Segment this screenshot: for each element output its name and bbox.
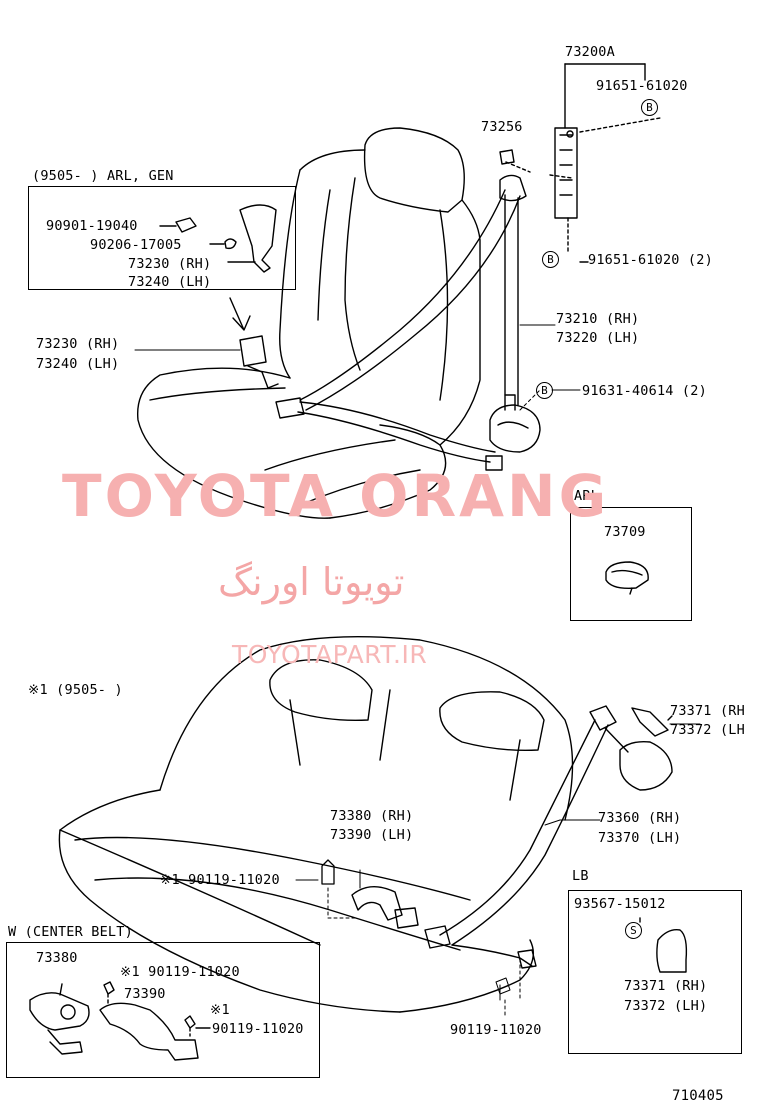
lb-cover-lh[interactable]: 73372 (LH) <box>624 998 708 1014</box>
lb-cover-rh[interactable]: 73371 (RH) <box>624 978 708 994</box>
center-bolt-2[interactable]: 90119-11020 <box>212 1021 304 1037</box>
rear-cover-lh[interactable]: 73372 (LH <box>670 722 745 738</box>
rear-bolt-left[interactable]: ※1 90119-11020 <box>160 872 280 888</box>
callout-part-73240[interactable]: 73240 (LH) <box>128 274 212 290</box>
front-callout-box <box>28 186 296 290</box>
figure-number: 710405 <box>672 1088 724 1104</box>
lb-label: LB <box>572 868 589 884</box>
watermark-brand-fa: تویوتا اورنگ <box>218 560 405 604</box>
front-belt-rh[interactable]: 73210 (RH) <box>556 311 640 327</box>
center-mark-2: ※1 <box>210 1002 230 1018</box>
rear-belt-rh[interactable]: 73360 (RH) <box>598 810 682 826</box>
front-seat-drawing <box>136 127 541 519</box>
center-belt-box <box>6 942 320 1078</box>
callout-part-90901[interactable]: 90901-19040 <box>46 218 138 234</box>
arl-part-73709[interactable]: 73709 <box>604 524 646 540</box>
retractor-bolt-part[interactable]: 91631-40614 (2) <box>582 383 707 399</box>
arl-label: ARL <box>574 488 599 504</box>
arl-box <box>570 507 692 621</box>
rear-buckle-rh[interactable]: 73380 (RH) <box>330 808 414 824</box>
rear-leader-lines <box>295 723 701 1016</box>
center-belt-header: W (CENTER BELT) <box>8 924 133 940</box>
front-belt-lh[interactable]: 73220 (LH) <box>556 330 640 346</box>
rear-belt-lh[interactable]: 73370 (LH) <box>598 830 682 846</box>
center-part-73380[interactable]: 73380 <box>36 950 78 966</box>
callout-part-73230[interactable]: 73230 (RH) <box>128 256 212 272</box>
anchor-bracket-drawing <box>499 63 661 263</box>
callout-parts <box>159 204 277 273</box>
front-buckle-rh[interactable]: 73230 (RH) <box>36 336 120 352</box>
center-bolt-1[interactable]: ※1 90119-11020 <box>120 964 240 980</box>
b-mark-retractor: B <box>536 382 553 399</box>
bolt-bottom-part[interactable]: 91651-61020 (2) <box>588 252 713 268</box>
lb-screw-part[interactable]: 93567-15012 <box>574 896 666 912</box>
rear-note: ※1 (9505- ) <box>28 682 123 698</box>
b-mark-bolt: B <box>542 251 559 268</box>
b-mark-top: B <box>641 99 658 116</box>
watermark-url: TOYOTAPART.IR <box>232 640 428 669</box>
center-part-73390[interactable]: 73390 <box>124 986 166 1002</box>
s-mark-screw: S <box>625 922 642 939</box>
watermark-brand: TOYOTA ORANG <box>62 462 610 530</box>
front-leader-lines <box>134 324 581 411</box>
front-buckle-lh[interactable]: 73240 (LH) <box>36 356 120 372</box>
center-belt-parts <box>29 981 211 1061</box>
anchor-part[interactable]: 73200A <box>565 44 615 60</box>
lb-box <box>568 890 742 1054</box>
rear-cover-rh[interactable]: 73371 (RH <box>670 703 745 719</box>
rear-bolt-bottom[interactable]: 90119-11020 <box>450 1022 542 1038</box>
bolt-top-part[interactable]: 91651-61020 <box>596 78 688 94</box>
rear-buckle-lh[interactable]: 73390 (LH) <box>330 827 414 843</box>
callout-part-90206[interactable]: 90206-17005 <box>90 237 182 253</box>
lb-part-drawing <box>639 917 688 973</box>
cover-part-73256[interactable]: 73256 <box>481 119 523 135</box>
callout-header: (9505- ) ARL, GEN <box>32 168 174 184</box>
arl-part-drawing <box>605 561 649 595</box>
rear-seat-drawing <box>58 635 673 1013</box>
